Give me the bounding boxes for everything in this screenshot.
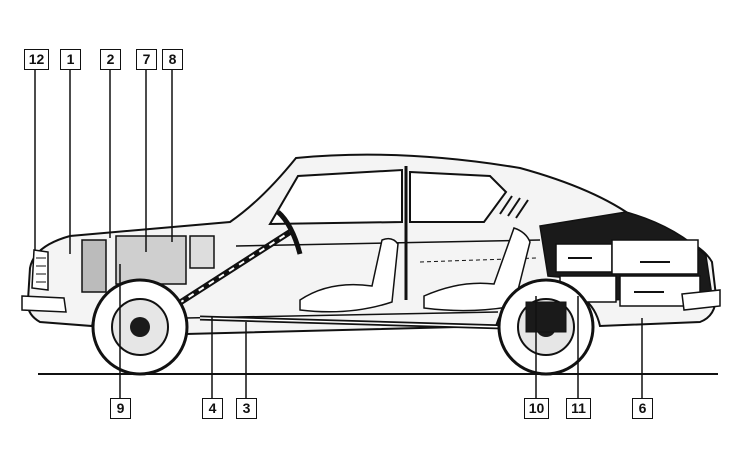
side-trim (419, 257, 537, 263)
front-bumper (21, 295, 67, 313)
callout-3: 3 (236, 398, 257, 419)
rear-bumper (681, 289, 721, 311)
engine-block (115, 235, 187, 285)
callout-1: 1 (60, 49, 81, 70)
grille-slats (36, 257, 46, 283)
battery (189, 235, 215, 269)
callout-7: 7 (136, 49, 157, 70)
steering-wheel (276, 210, 303, 255)
front-wheel (91, 278, 189, 376)
front-grille (31, 249, 49, 291)
callout-8: 8 (162, 49, 183, 70)
callout-6: 6 (632, 398, 653, 419)
radiator (81, 239, 107, 293)
callout-11: 11 (566, 398, 591, 419)
callout-4: 4 (202, 398, 223, 419)
callout-10: 10 (524, 398, 549, 419)
drive-shaft-highlight (199, 317, 541, 329)
front-seat (299, 237, 399, 313)
suitcase-right-upper (611, 239, 699, 275)
steering-column-detail (127, 231, 291, 337)
callout-2: 2 (100, 49, 121, 70)
rear-differential (525, 301, 567, 333)
rear-seat (423, 227, 531, 312)
callout-9: 9 (110, 398, 131, 419)
window-front (268, 168, 403, 226)
c-pillar-vents (499, 195, 529, 219)
callout-12: 12 (24, 49, 49, 70)
window-rear (409, 170, 508, 223)
leader-lines (34, 70, 643, 398)
